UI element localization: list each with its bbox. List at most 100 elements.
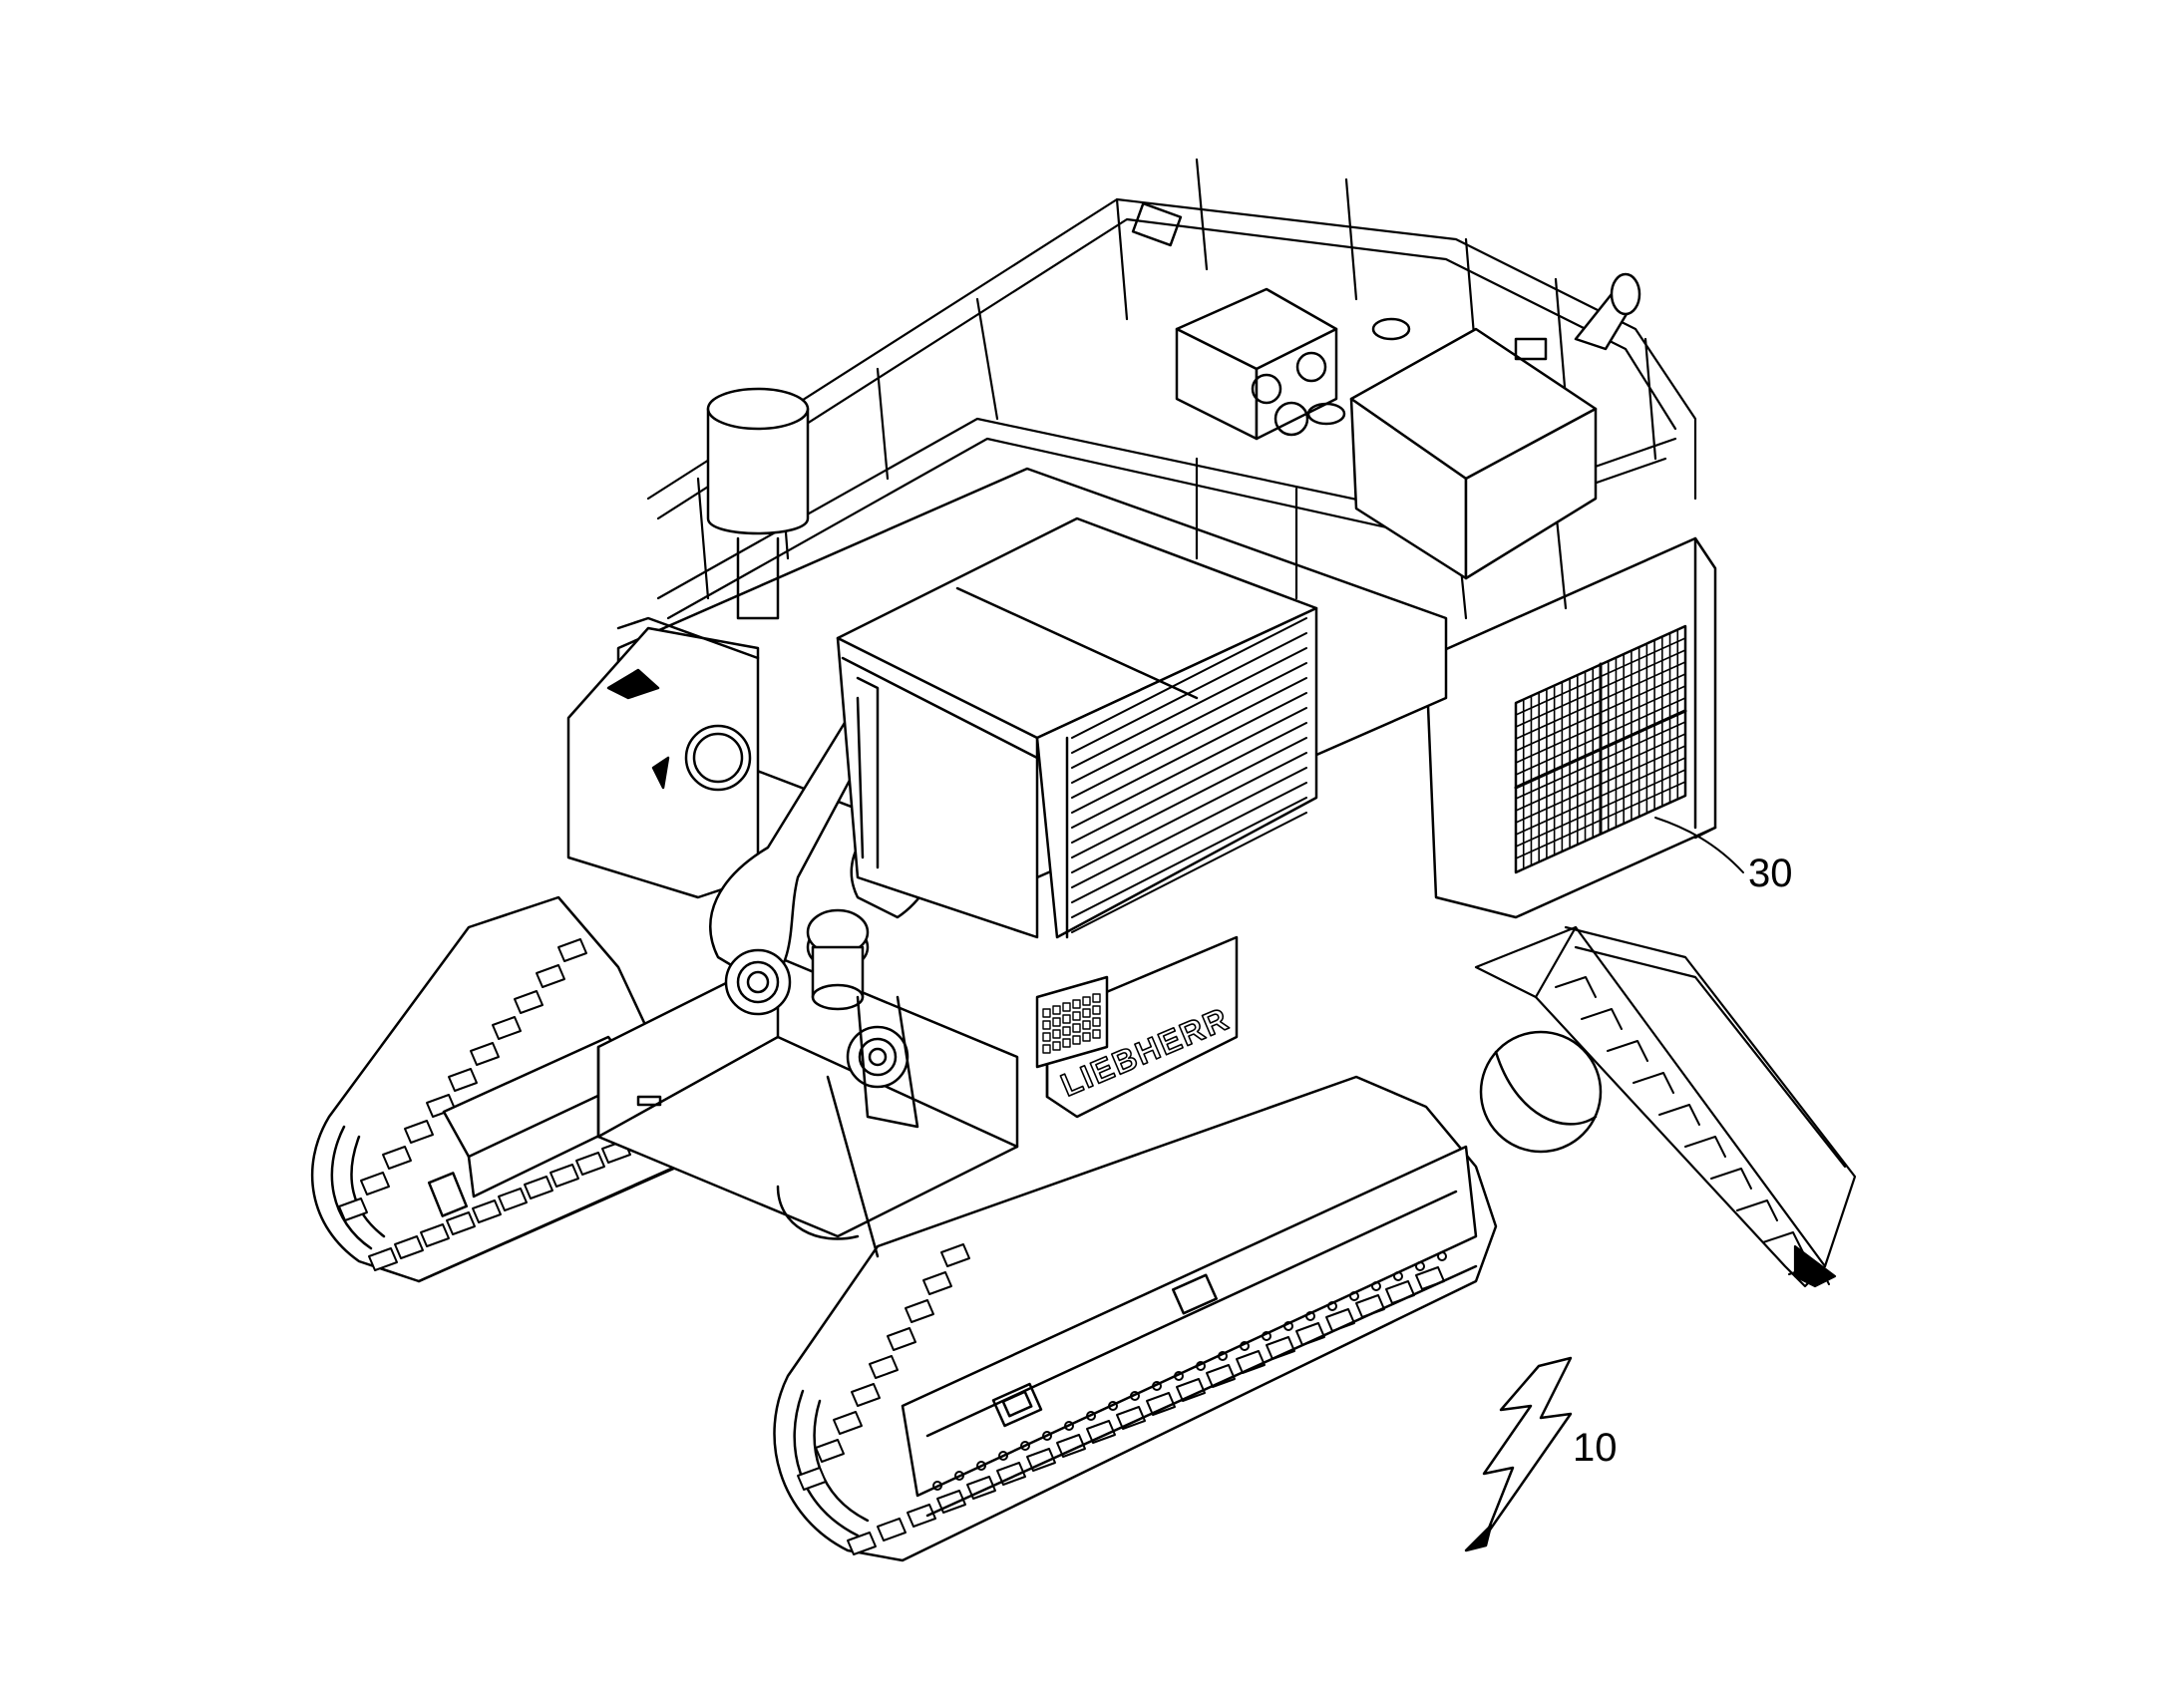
track-pad <box>941 1244 969 1266</box>
reference-numeral-10: 10 <box>1573 1426 1618 1470</box>
track-pad <box>493 1017 521 1039</box>
battery-cell <box>1073 1012 1080 1020</box>
rear-grille <box>1516 626 1685 872</box>
track-pad <box>1207 1365 1235 1387</box>
stair-step <box>1737 1200 1777 1220</box>
track-pad <box>405 1121 433 1143</box>
track-pad <box>395 1236 423 1258</box>
track-bolt <box>1219 1352 1227 1360</box>
roof-equipment <box>708 203 1639 618</box>
louver-slat <box>1072 633 1306 753</box>
right-track <box>775 1077 1497 1560</box>
track-bolt <box>1197 1362 1205 1370</box>
handrails <box>648 160 1695 618</box>
stair-step <box>1685 1137 1725 1157</box>
stair-step <box>1634 1073 1673 1093</box>
track-pad <box>576 1153 604 1175</box>
stair-step <box>1763 1232 1803 1252</box>
track-pad <box>447 1212 475 1234</box>
track-bolt <box>1306 1312 1314 1320</box>
track-bolt <box>1109 1402 1117 1410</box>
louver-slat <box>1072 648 1306 768</box>
battery-cell <box>1063 1039 1070 1047</box>
louver-slat <box>1072 768 1306 887</box>
access-stairway <box>1476 927 1855 1286</box>
louver-slat <box>1072 783 1306 902</box>
track-pad <box>550 1165 578 1187</box>
battery-cell <box>1043 1021 1050 1029</box>
track-pad <box>449 1069 477 1091</box>
track-pad <box>906 1300 933 1322</box>
louver-slat <box>1072 798 1306 917</box>
radiator-block <box>838 518 1316 937</box>
track-pad <box>870 1356 898 1378</box>
battery-cell <box>1063 1015 1070 1023</box>
battery-cell <box>1063 1003 1070 1011</box>
battery-cell <box>1093 994 1100 1002</box>
track-pad <box>1177 1379 1205 1401</box>
battery-cell <box>1063 1027 1070 1035</box>
track-pad <box>525 1177 552 1198</box>
track-pad <box>383 1147 411 1169</box>
battery-cell <box>1073 1024 1080 1032</box>
track-pad <box>816 1440 844 1462</box>
battery-cell <box>1083 997 1090 1005</box>
battery-cell <box>1083 1009 1090 1017</box>
louver-slat <box>1072 738 1306 857</box>
track-pad <box>1057 1435 1085 1457</box>
track-bolt <box>1350 1292 1358 1300</box>
track-pad <box>421 1224 449 1246</box>
track-bolt <box>1021 1442 1029 1450</box>
louver-slat <box>1072 663 1306 783</box>
battery-cell <box>1043 1033 1050 1041</box>
battery-cell <box>1053 1042 1060 1050</box>
battery-cell <box>1093 1006 1100 1014</box>
track-pad <box>471 1043 499 1065</box>
track-pad <box>923 1272 951 1294</box>
track-pad <box>1117 1407 1145 1429</box>
track-pad <box>1027 1449 1055 1471</box>
track-bolt <box>999 1452 1007 1460</box>
battery-cell <box>1053 1030 1060 1038</box>
track-bolt <box>1065 1422 1073 1430</box>
track-bolt <box>1416 1262 1424 1270</box>
battery-cell <box>1083 1021 1090 1029</box>
track-pad <box>852 1384 880 1406</box>
track-pad <box>1237 1351 1265 1373</box>
louver-slat <box>1072 813 1306 932</box>
track-pad <box>888 1328 915 1350</box>
track-pad <box>515 991 543 1013</box>
track-pad <box>997 1463 1025 1485</box>
battery-cell <box>1053 1006 1060 1014</box>
battery-cell <box>1083 1033 1090 1041</box>
reference-numeral-30: 30 <box>1748 852 1793 895</box>
brand-panel: LIEBHERR <box>1037 937 1237 1117</box>
carbody <box>598 957 1601 1239</box>
track-bolt <box>1394 1272 1402 1280</box>
track-pad <box>798 1468 826 1490</box>
left-track <box>312 897 698 1281</box>
battery-cell <box>1073 1036 1080 1044</box>
stair-step <box>1582 1009 1622 1029</box>
track-bolt <box>1284 1322 1292 1330</box>
track-pad <box>499 1189 527 1210</box>
ref-30-leader <box>1655 818 1743 872</box>
track-pad <box>1267 1337 1294 1359</box>
track-pad <box>339 1198 367 1220</box>
track-bolt <box>1087 1412 1095 1420</box>
battery-cell <box>1043 1009 1050 1017</box>
track-pad <box>1147 1393 1175 1415</box>
track-bolt <box>1328 1302 1336 1310</box>
stair-step <box>1556 977 1596 997</box>
track-pad <box>537 965 564 987</box>
stair-step <box>1659 1105 1699 1125</box>
battery-cell <box>1043 1045 1050 1053</box>
battery-cell <box>1093 1030 1100 1038</box>
louver-slat <box>1072 618 1306 738</box>
louver-slat <box>1072 693 1306 813</box>
battery-cell <box>1073 1000 1080 1008</box>
track-bolt <box>1131 1392 1139 1400</box>
louver-slat <box>1072 723 1306 843</box>
track-pad <box>473 1200 501 1222</box>
louver-slat <box>1072 678 1306 798</box>
